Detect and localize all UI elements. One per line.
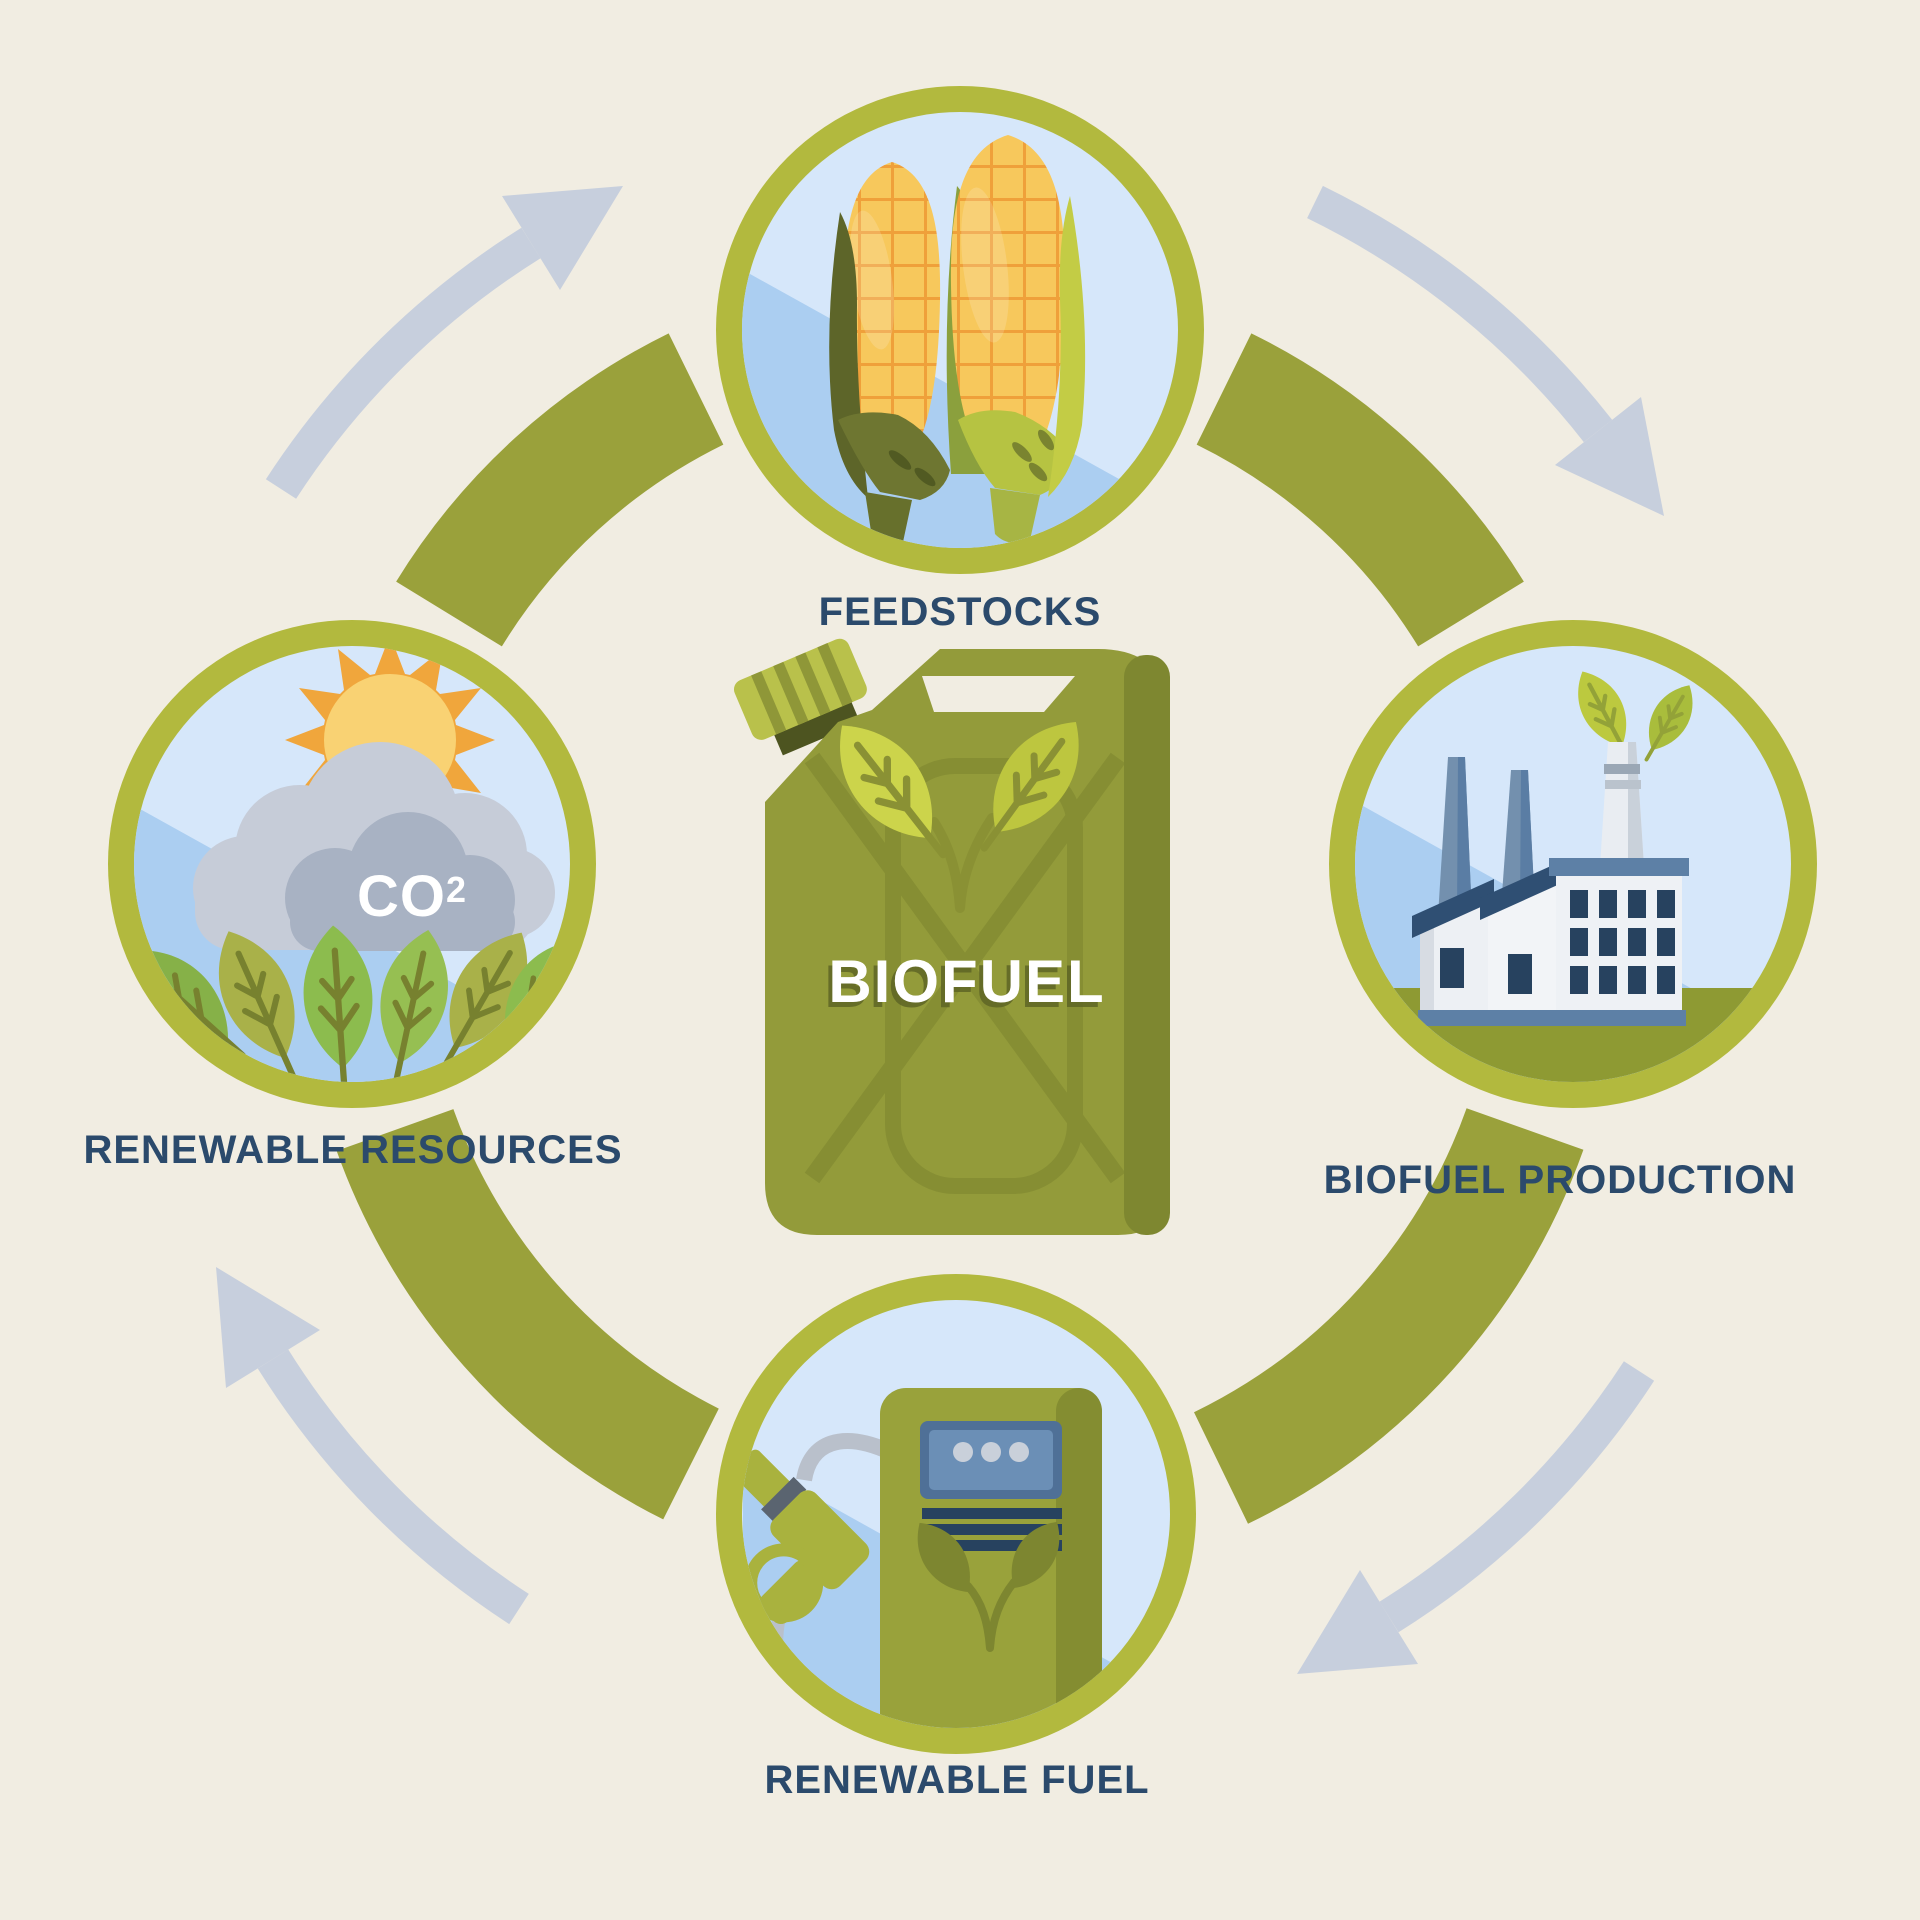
node-renewable-resources bbox=[108, 620, 596, 1108]
chimneys bbox=[1438, 757, 1535, 916]
jerrycan-cap bbox=[733, 638, 867, 756]
co2-cloud-icon bbox=[193, 742, 555, 951]
husk-seed bbox=[1037, 429, 1055, 451]
corn-cob-right bbox=[950, 135, 1066, 465]
co2-superscript: 2 bbox=[446, 869, 467, 910]
biofuel-production-label: BIOFUEL PRODUCTION bbox=[1323, 1158, 1797, 1202]
factory-left-building bbox=[1412, 861, 1562, 1010]
pump-vent-bars bbox=[922, 1508, 1062, 1551]
pump-body-shadow bbox=[1056, 1388, 1102, 1728]
jerrycan-with-leaves-icon bbox=[733, 638, 1170, 1235]
feedstocks-label: FEEDSTOCKS bbox=[818, 590, 1102, 634]
node-biofuel-production bbox=[1329, 620, 1817, 1108]
jerrycan-side-shadow bbox=[1124, 655, 1170, 1235]
eco-chimney bbox=[1564, 662, 1705, 866]
fuel-pump-icon bbox=[742, 1300, 1170, 1728]
co2-text: CO bbox=[357, 864, 446, 929]
cob-highlight bbox=[849, 210, 895, 350]
node-feedstocks bbox=[716, 86, 1204, 574]
arrow-bottom-right-icon bbox=[1297, 1361, 1655, 1674]
renewable-fuel-label: RENEWABLE FUEL bbox=[764, 1758, 1150, 1802]
arrow-top-right-icon bbox=[1307, 185, 1664, 516]
gray-cycle-arrows bbox=[216, 185, 1664, 1674]
corn-cobs-icon bbox=[742, 112, 1178, 548]
husk-seed bbox=[888, 450, 912, 470]
arc-bottom-left bbox=[336, 1108, 720, 1520]
arrow-top-left-icon bbox=[265, 186, 623, 499]
jerrycan-emboss bbox=[804, 752, 1126, 1194]
corn-stem-left bbox=[865, 492, 912, 545]
husk-seed bbox=[914, 467, 936, 487]
biofuel-can-label: BIOFUEL bbox=[828, 948, 1106, 1015]
jerrycan-handle-hole bbox=[922, 676, 1075, 712]
arc-top-left bbox=[396, 333, 724, 647]
husk-seed bbox=[1012, 442, 1032, 462]
node-renewable-fuel bbox=[716, 1274, 1196, 1754]
renewable-resources-label: RENEWABLE RESOURCES bbox=[83, 1128, 623, 1172]
pump-leaf-emblem bbox=[903, 1511, 1073, 1652]
arc-bottom-right bbox=[1193, 1107, 1584, 1524]
arrow-bottom-left-icon bbox=[216, 1267, 529, 1625]
husk-seed bbox=[1028, 462, 1048, 482]
factory-windows bbox=[1570, 890, 1675, 994]
husk-bright-right bbox=[1048, 196, 1086, 497]
factory-base bbox=[1418, 1010, 1686, 1026]
arc-top-right bbox=[1196, 333, 1524, 647]
pump-screen-dots bbox=[953, 1442, 1029, 1462]
corn-cob-left bbox=[843, 162, 941, 461]
co2-cloud-label: CO2 bbox=[262, 868, 562, 926]
factory-right-building bbox=[1418, 858, 1689, 1026]
sun-cloud-co2-leaves-icon bbox=[134, 646, 570, 1082]
cob-highlight bbox=[961, 187, 1009, 343]
corn-stem-right bbox=[990, 488, 1040, 543]
jerrycan-leaf-emblem bbox=[815, 702, 1103, 913]
pump-hose bbox=[796, 1433, 894, 1482]
olive-cycle-arcs bbox=[336, 333, 1584, 1524]
